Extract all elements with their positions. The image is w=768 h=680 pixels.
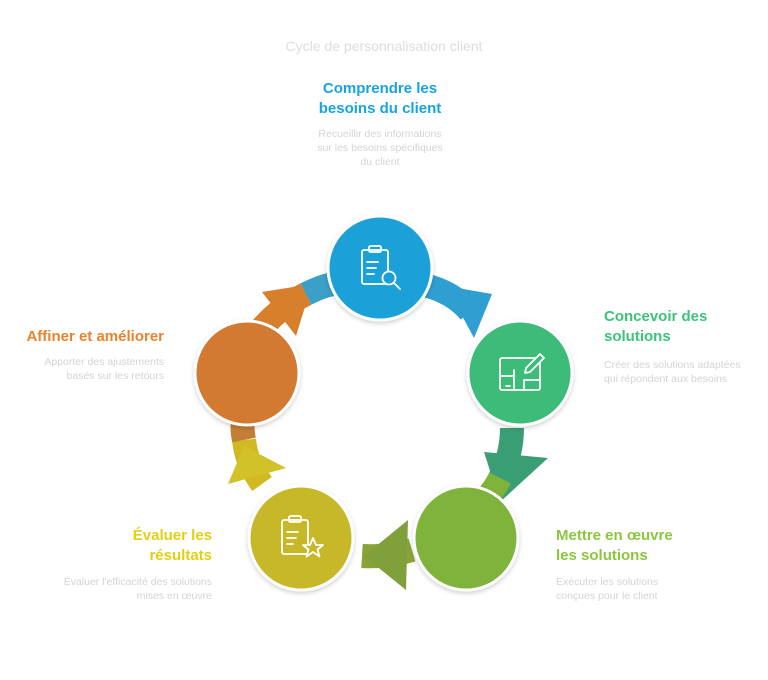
clipboard-search-icon — [361, 245, 401, 290]
stage-title-refine: Affiner et améliorer — [26, 328, 164, 345]
stage-desc-refine: Apporter des ajustements basés sur les r… — [44, 356, 164, 382]
arrow-implement-to-evaluate — [361, 520, 416, 590]
design-board-icon — [499, 353, 545, 391]
stage-circle-design — [466, 319, 574, 427]
clipboard-star-icon — [281, 515, 324, 558]
stage-circle-understand — [326, 214, 434, 322]
stage-circle-implement — [412, 484, 520, 592]
stage-desc-understand: Recueillir des informations sur les beso… — [317, 128, 443, 168]
stage-title-understand: Comprendre les besoins du client — [318, 80, 442, 117]
stage-title-implement: Mettre en œuvre les solutions — [556, 527, 673, 564]
stage-title-design: Concevoir des solutions — [604, 308, 708, 345]
stage-desc-design: Créer des solutions adaptées qui réponde… — [604, 359, 741, 385]
arrow-evaluate-to-refine — [228, 414, 286, 491]
stage-circle-evaluate — [247, 484, 355, 592]
stage-desc-evaluate: Évaluer l'efficacité des solutions mises… — [63, 576, 212, 602]
stage-desc-implement: Exécuter les solutions conçues pour le c… — [556, 576, 659, 602]
stage-circle-refine — [193, 319, 301, 427]
diagram-title: Cycle de personnalisation client — [285, 38, 483, 54]
stage-title-evaluate: Évaluer les résultats — [132, 527, 212, 564]
arrow-understand-to-design — [420, 273, 492, 338]
